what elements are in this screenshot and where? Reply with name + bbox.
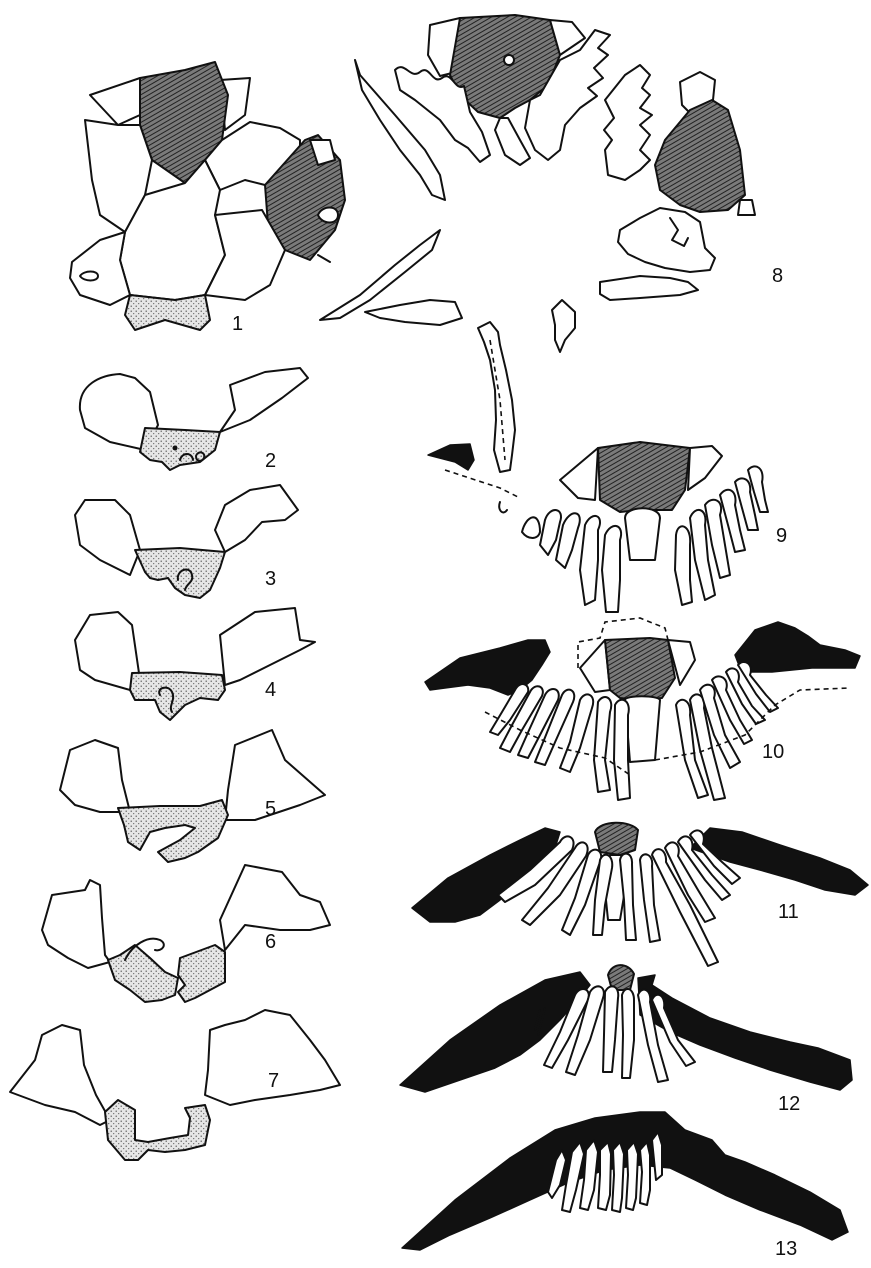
label-1: 1: [232, 313, 243, 335]
figure-7: [10, 1010, 340, 1160]
figure-9: [428, 442, 768, 612]
label-13: 13: [775, 1238, 797, 1260]
label-6: 6: [265, 931, 276, 953]
label-5: 5: [265, 798, 276, 820]
figure-12: [400, 965, 852, 1092]
label-7: 7: [268, 1070, 279, 1092]
label-3: 3: [265, 568, 276, 590]
figure-10: [425, 618, 860, 800]
label-11: 11: [778, 901, 799, 923]
figure-13: [402, 1112, 848, 1250]
label-9: 9: [776, 525, 787, 547]
label-10: 10: [762, 741, 784, 763]
figure-5: [60, 730, 325, 862]
label-2: 2: [265, 450, 276, 472]
figure-11: [412, 823, 868, 966]
label-8: 8: [772, 265, 783, 287]
figure-4: [75, 608, 315, 720]
figure-6: [42, 865, 330, 1002]
label-12: 12: [778, 1093, 800, 1115]
label-4: 4: [265, 679, 276, 701]
figure-1: [70, 62, 345, 330]
figure-8: [320, 15, 755, 472]
